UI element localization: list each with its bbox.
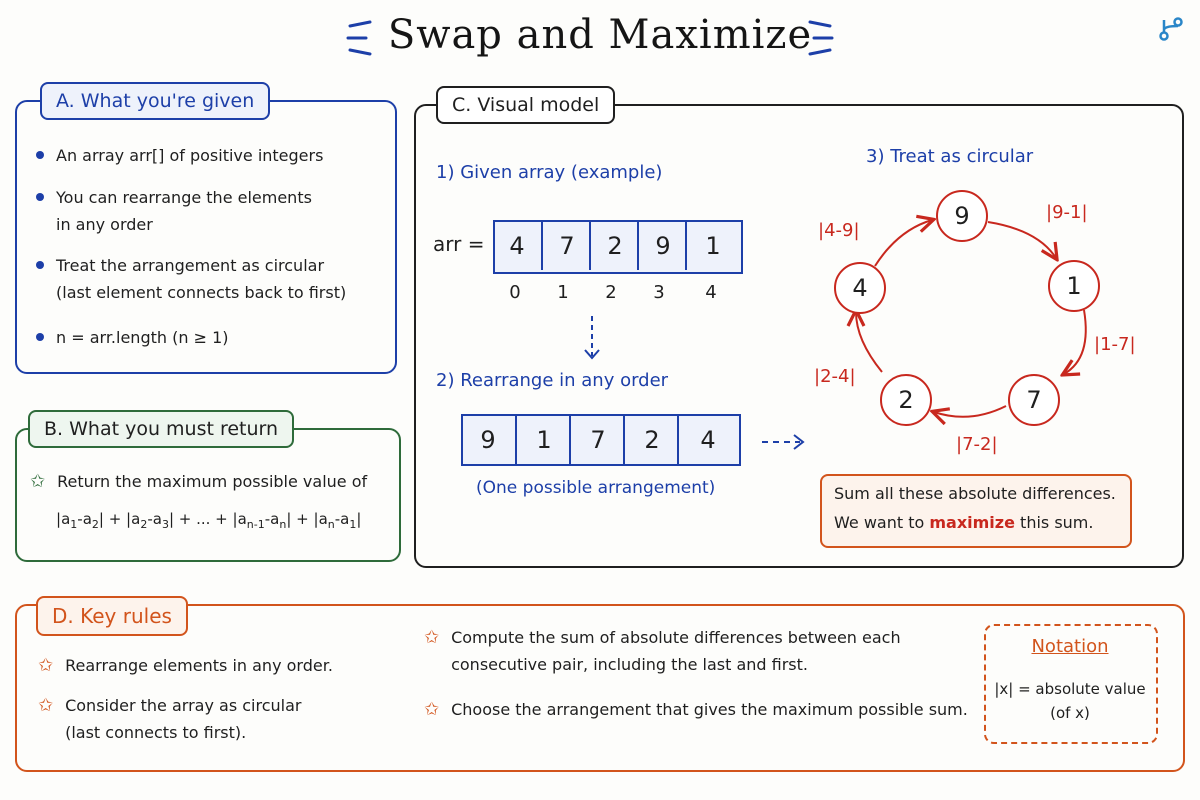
edge-label: |1-7| bbox=[1094, 334, 1136, 355]
panel-key-rules bbox=[15, 604, 1185, 772]
array-cell: 7 bbox=[541, 222, 591, 270]
bullet-icon bbox=[36, 333, 44, 341]
git-branch-icon[interactable] bbox=[1156, 14, 1186, 44]
given-array bbox=[493, 220, 743, 274]
given-item: n = arr.length (n ≥ 1) bbox=[36, 324, 228, 351]
star-icon: ✩ bbox=[424, 627, 440, 648]
array-index: 1 bbox=[557, 282, 569, 303]
step-3-label: 3) Treat as circular bbox=[866, 146, 1034, 167]
bullet-icon bbox=[36, 151, 44, 159]
edge-label: |7-2| bbox=[956, 434, 998, 455]
cycle-arrows bbox=[820, 180, 1087, 460]
given-item: An array arr[] of positive integers bbox=[36, 142, 323, 169]
array-index: 4 bbox=[705, 282, 717, 303]
edge-label: |9-1| bbox=[1046, 202, 1088, 223]
arr-label: arr = bbox=[433, 232, 485, 256]
sum-note-line1: Sum all these absolute differences. bbox=[834, 484, 1116, 503]
sparkle-lines-icon bbox=[808, 20, 834, 56]
rule-item: ✩ Choose the arrangement that gives the … bbox=[424, 696, 968, 723]
array-cell: 7 bbox=[569, 416, 625, 464]
step-2-label: 2) Rearrange in any order bbox=[436, 370, 669, 391]
panel-given-tab: A. What you're given bbox=[40, 82, 271, 120]
cycle-node: 2 bbox=[880, 374, 932, 426]
array-index: 3 bbox=[653, 282, 665, 303]
arrow-right-icon bbox=[762, 434, 805, 450]
cycle-node: 4 bbox=[834, 262, 886, 314]
given-item: Treat the arrangement as circular(last e… bbox=[36, 252, 346, 306]
arrangement-caption: (One possible arrangement) bbox=[476, 478, 716, 498]
edge-label: |4-9| bbox=[818, 220, 860, 241]
notation-title: Notation bbox=[1031, 636, 1109, 657]
panel-visual-model-tab: C. Visual model bbox=[436, 86, 616, 124]
cycle-node: 1 bbox=[1048, 260, 1100, 312]
star-icon: ✩ bbox=[30, 471, 46, 492]
rule-item: ✩ Consider the array as circular(last co… bbox=[38, 692, 301, 746]
array-cell: 1 bbox=[685, 222, 739, 270]
cycle-node: 9 bbox=[936, 190, 988, 242]
array-cell: 9 bbox=[637, 222, 687, 270]
sum-note bbox=[820, 474, 1132, 548]
array-cell: 9 bbox=[480, 426, 496, 454]
rule-item: ✩ Compute the sum of absolute difference… bbox=[424, 624, 901, 678]
sparkle-lines-icon bbox=[346, 20, 372, 56]
arrow-down-icon bbox=[584, 316, 600, 360]
array-cell: 2 bbox=[623, 416, 679, 464]
objective-formula: |a1-a2| + |a2-a3| + ... + |an-1-an| + |a… bbox=[56, 510, 362, 531]
star-icon: ✩ bbox=[38, 655, 54, 676]
rearranged-array bbox=[461, 414, 741, 466]
array-cell: 4 bbox=[677, 416, 737, 464]
array-cell: 2 bbox=[589, 222, 639, 270]
page-title: Swap and Maximize bbox=[387, 12, 813, 58]
panel-return-tab: B. What you must return bbox=[28, 410, 295, 448]
star-icon: ✩ bbox=[424, 699, 440, 720]
rule-item: ✩ Rearrange elements in any order. bbox=[38, 652, 333, 679]
bullet-icon bbox=[36, 193, 44, 201]
sum-note-line2: We want to maximize this sum. bbox=[834, 513, 1094, 532]
array-index: 0 bbox=[509, 282, 521, 303]
panel-key-rules-tab: D. Key rules bbox=[36, 596, 188, 636]
step-1-label: 1) Given array (example) bbox=[436, 162, 663, 183]
panel-return bbox=[15, 428, 401, 562]
bullet-icon bbox=[36, 261, 44, 269]
array-cell: 1 bbox=[515, 416, 571, 464]
cycle-node: 7 bbox=[1008, 374, 1060, 426]
star-icon: ✩ bbox=[38, 695, 54, 716]
array-index: 2 bbox=[605, 282, 617, 303]
notation-line2: (of x) bbox=[1050, 704, 1090, 722]
notation-line1: |x| = absolute value bbox=[994, 680, 1146, 698]
return-item: ✩ Return the maximum possible value of bbox=[30, 468, 367, 495]
array-cell: 4 bbox=[509, 232, 525, 260]
notation-box bbox=[984, 624, 1158, 744]
panel-visual-model bbox=[414, 104, 1184, 568]
edge-label: |2-4| bbox=[814, 366, 856, 387]
